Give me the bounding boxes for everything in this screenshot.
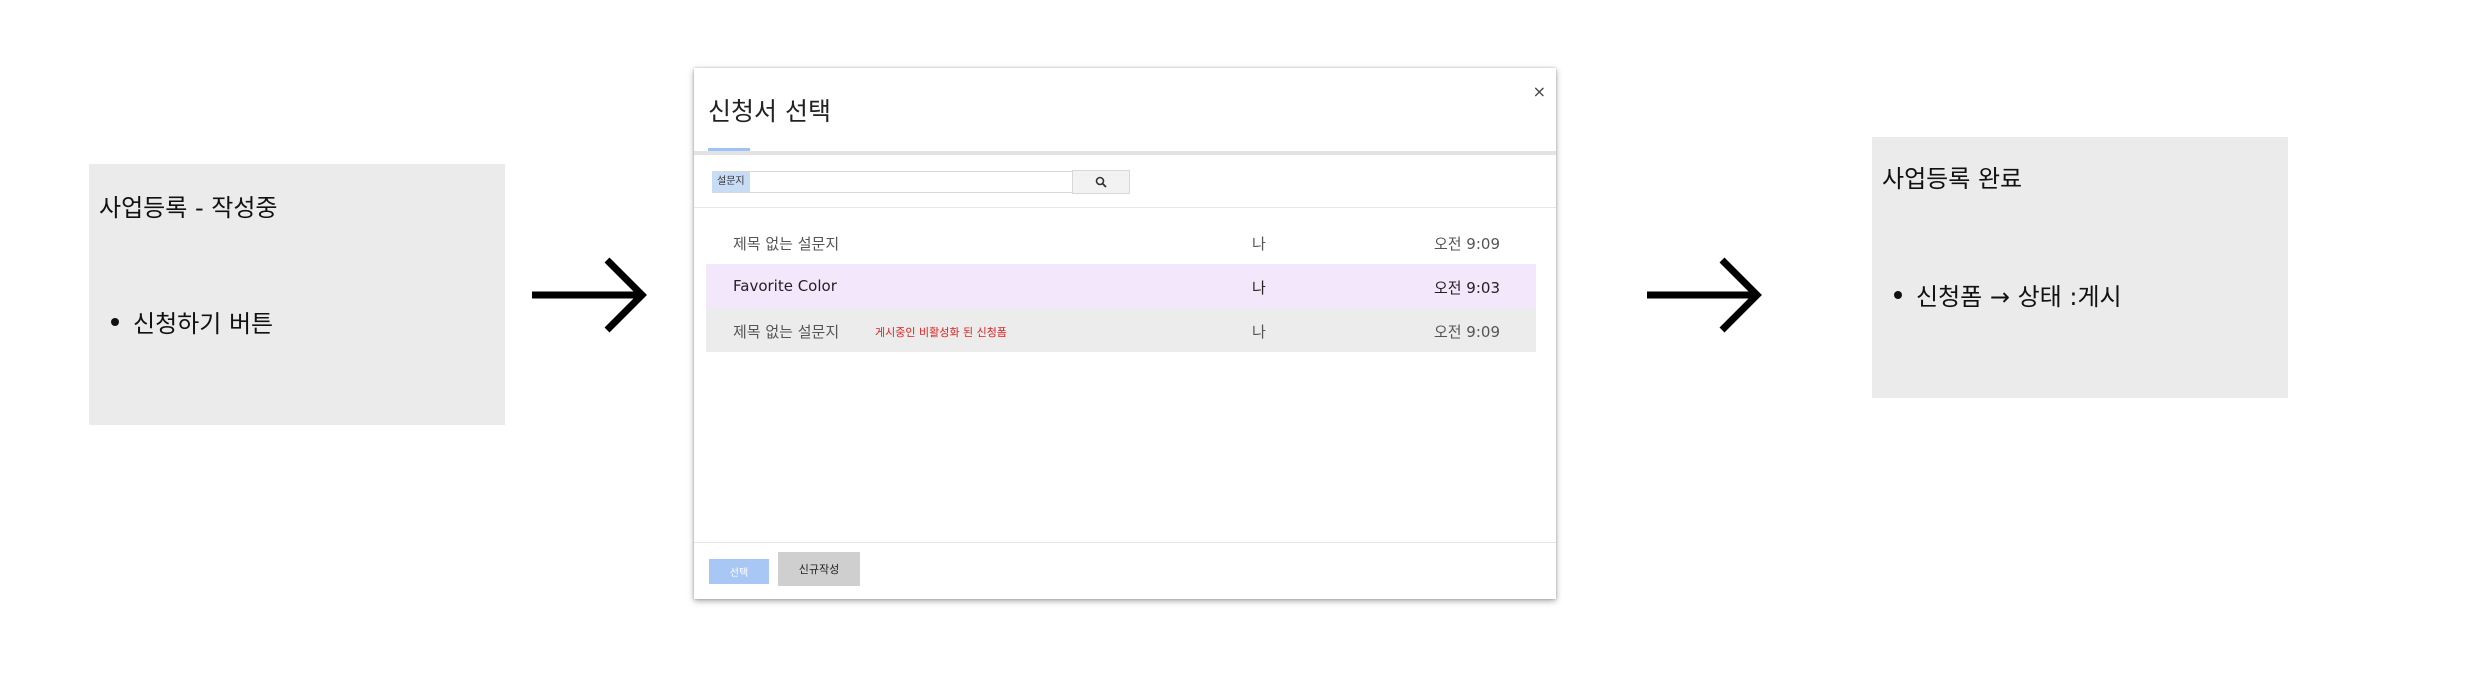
header-divider: [694, 151, 1556, 155]
search-input[interactable]: [712, 171, 1079, 193]
item-owner: 나: [1252, 235, 1266, 253]
select-button[interactable]: 선택: [709, 559, 769, 584]
search-filter-chip[interactable]: 설문지: [712, 172, 750, 192]
item-title: 제목 없는 설문지: [733, 235, 840, 253]
item-title: Favorite Color: [733, 277, 837, 295]
new-form-button[interactable]: 신규작성: [778, 552, 860, 586]
step-box-completed: 사업등록 완료 신청폼 → 상태 :게시: [1872, 137, 2288, 398]
close-icon[interactable]: ×: [1532, 82, 1546, 101]
step-bullet: 신청하기 버튼: [111, 304, 273, 339]
step-bullet: 신청폼 → 상태 :게시: [1894, 277, 2122, 312]
item-title: 제목 없는 설문지: [733, 323, 840, 341]
tab-indicator: [708, 148, 750, 151]
search-icon: [1095, 176, 1107, 188]
form-list: 제목 없는 설문지 나 오전 9:09 Favorite Color 나 오전 …: [706, 220, 1536, 352]
select-application-dialog: 신청서 선택 × 설문지 제목 없는 설문지 나 오전 9:09 Favorit…: [694, 68, 1556, 599]
right-arrow-icon: [1647, 257, 1762, 333]
list-item[interactable]: Favorite Color 나 오전 9:03: [706, 264, 1536, 308]
dialog-footer: 선택 신규작성: [694, 542, 1556, 600]
search-row: 설문지: [694, 155, 1556, 208]
step-title: 사업등록 완료: [1882, 165, 2023, 193]
search-button[interactable]: [1072, 170, 1130, 194]
right-arrow-icon: [532, 257, 647, 333]
step-title: 사업등록 - 작성중: [99, 194, 278, 222]
item-time: 오전 9:09: [1433, 235, 1500, 253]
list-item[interactable]: 제목 없는 설문지 나 오전 9:09: [706, 220, 1536, 264]
item-time: 오전 9:03: [1433, 279, 1500, 297]
step-bullet-text: 신청폼 → 상태 :게시: [1916, 283, 2122, 311]
item-owner: 나: [1252, 323, 1266, 341]
item-owner: 나: [1252, 279, 1266, 297]
list-item[interactable]: 제목 없는 설문지 게시중인 비활성화 된 신청폼 나 오전 9:09: [706, 308, 1536, 352]
item-time: 오전 9:09: [1433, 323, 1500, 341]
step-bullet-text: 신청하기 버튼: [133, 310, 274, 338]
bullet-dot: [111, 317, 119, 326]
item-note: 게시중인 비활성화 된 신청폼: [875, 326, 1007, 339]
dialog-title: 신청서 선택: [708, 97, 831, 126]
step-box-drafting: 사업등록 - 작성중 신청하기 버튼: [89, 164, 505, 425]
bullet-dot: [1894, 290, 1902, 299]
